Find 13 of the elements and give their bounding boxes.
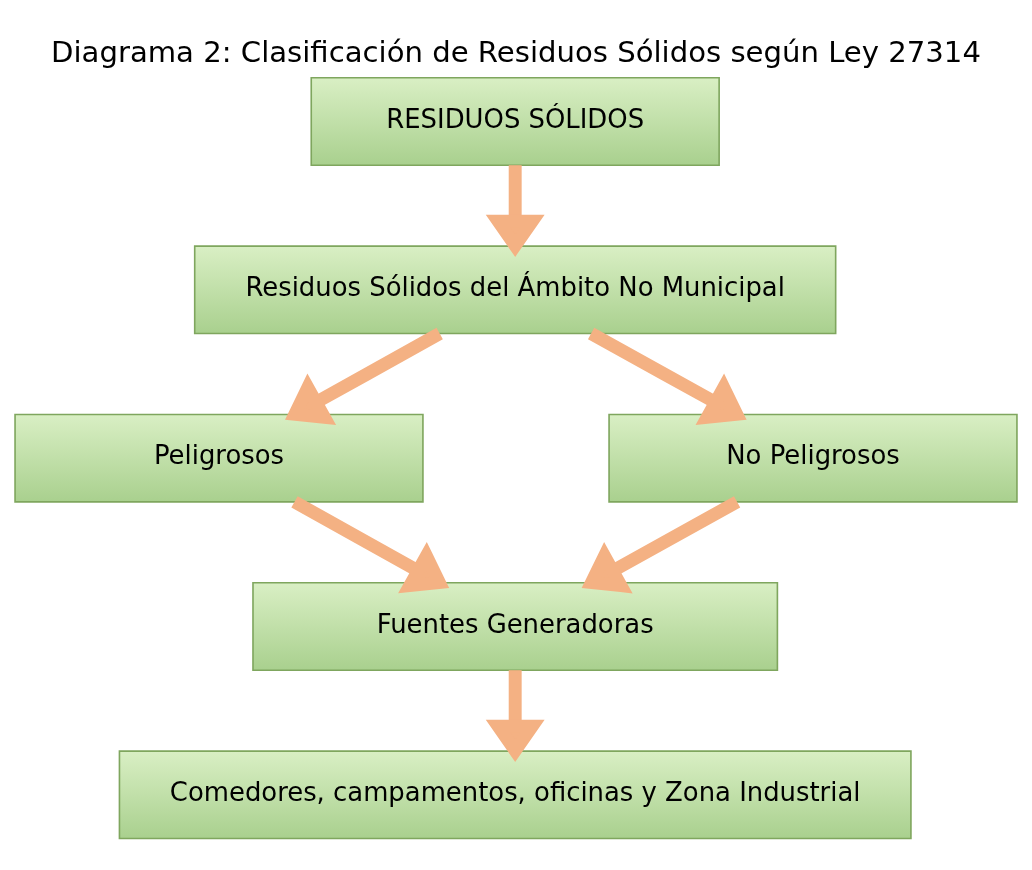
node-box: Comedores, campamentos, oficinas y Zona Industrial xyxy=(118,749,912,839)
node-box: Peligrosos xyxy=(14,413,424,503)
arrow xyxy=(291,495,450,593)
node-box: RESIDUOS SÓLIDOS xyxy=(310,76,720,166)
node-box: No Peligrosos xyxy=(608,413,1018,503)
node-box: Fuentes Generadoras xyxy=(252,581,779,671)
arrow xyxy=(581,495,741,593)
diagram-title: Diagrama 2: Clasificación de Residuos Sólidos según Ley 27314 xyxy=(51,34,981,69)
arrow xyxy=(485,669,545,762)
node-box: Residuos Sólidos del Ámbito No Municipal xyxy=(193,244,837,334)
arrow xyxy=(588,327,747,425)
arrow xyxy=(485,164,545,257)
arrow xyxy=(285,327,443,425)
